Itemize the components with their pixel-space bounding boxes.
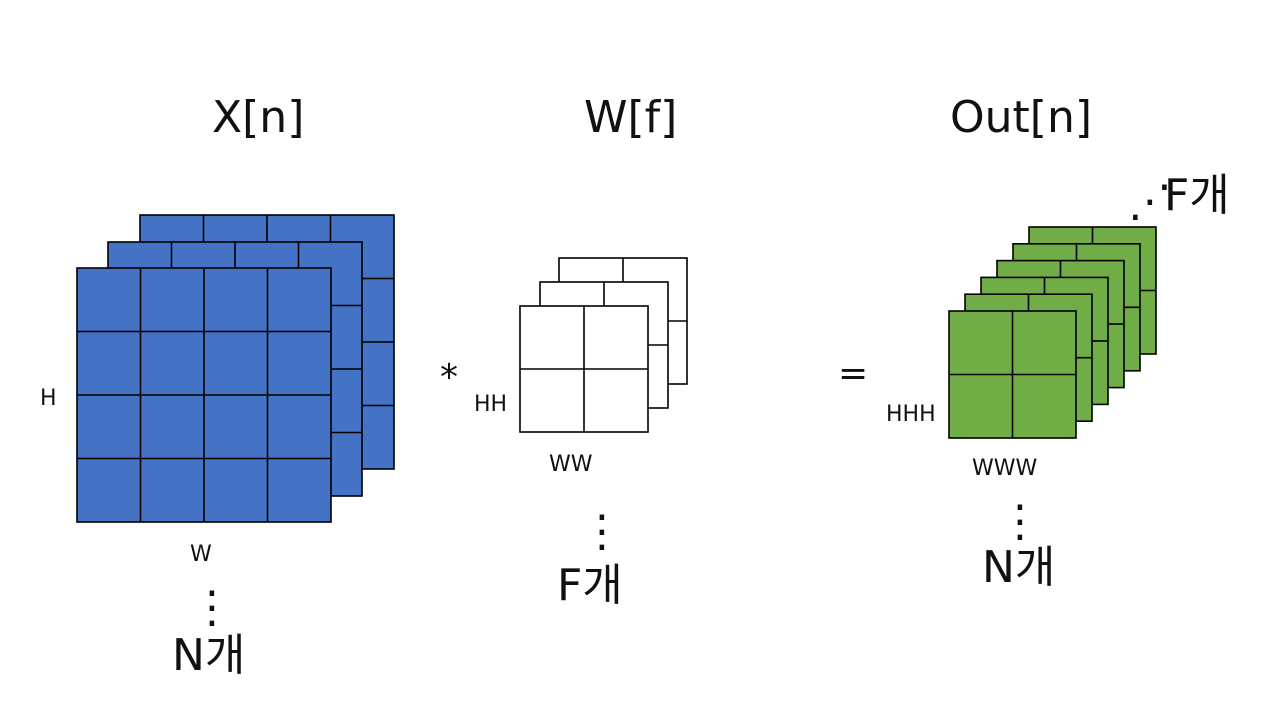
output-filter-count-label: F개 [1164,170,1230,221]
input-dots: ⋮ [190,582,234,633]
output-title: Out[n] [950,92,1092,143]
filter-count-label: F개 [557,560,623,611]
convolution-operator: * [440,357,458,398]
output-height-label: HHH [886,402,936,427]
input-count-label: N개 [172,630,246,681]
input-width-label: W [190,542,212,567]
input-title: X[n] [212,92,305,143]
filter-layer-front [519,305,649,433]
filter-title: W[f] [584,92,678,143]
filter-dots: ⋮ [580,506,624,557]
output-count-label: N개 [982,542,1056,593]
output-width-label: WWW [972,456,1038,481]
filter-height-label: HH [474,392,508,417]
input-height-label: H [40,386,57,411]
filter-width-label: WW [549,452,593,477]
output-layer-front [948,310,1077,439]
equals-operator: = [838,353,869,394]
output-dots: ⋮ [998,496,1042,547]
output-filter-dots: ⋰ [1128,176,1172,227]
input-layer-front [76,267,332,523]
